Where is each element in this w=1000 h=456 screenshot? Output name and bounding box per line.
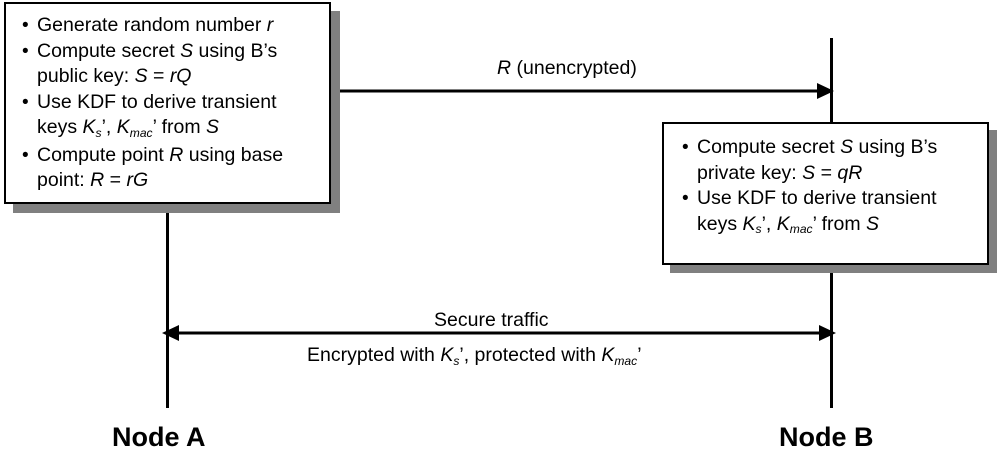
node-b-title: Node B: [779, 422, 874, 452]
note-bullet-continuation: public key: S = rQ: [37, 65, 192, 87]
message-r-unencrypted-arrow: [330, 83, 834, 99]
secure-traffic-keys-label: Encrypted with Ks’, protected with Kmac’: [307, 344, 642, 368]
note-bullet-continuation: private key: S = qR: [697, 161, 863, 184]
note-bullet-continuation: keys Ks’, Kmac’ from S: [697, 212, 880, 237]
message-r-label: R (unencrypted): [497, 57, 637, 79]
note-bullet: Compute secret S using B’s: [682, 135, 981, 161]
note-bullet: Use KDF to derive transient: [22, 90, 323, 116]
note-bullet: Compute secret S using B’s: [22, 39, 323, 65]
note-bullet: Compute point R using base: [22, 143, 323, 169]
node-a-title: Node A: [112, 422, 206, 452]
note-a-bullet-list: Generate random number rCompute secret S…: [6, 4, 329, 194]
note-bullet-continuation: point: R = rG: [37, 169, 149, 191]
note-bullet-continuation: keys Ks’, Kmac’ from S: [37, 116, 220, 140]
message-secure-traffic-arrow: [162, 325, 836, 341]
note-bullet: Generate random number r: [22, 13, 323, 39]
note-box-node-a: Generate random number rCompute secret S…: [4, 2, 331, 204]
note-bullet: Use KDF to derive transient: [682, 186, 981, 212]
secure-traffic-label: Secure traffic: [434, 309, 549, 331]
